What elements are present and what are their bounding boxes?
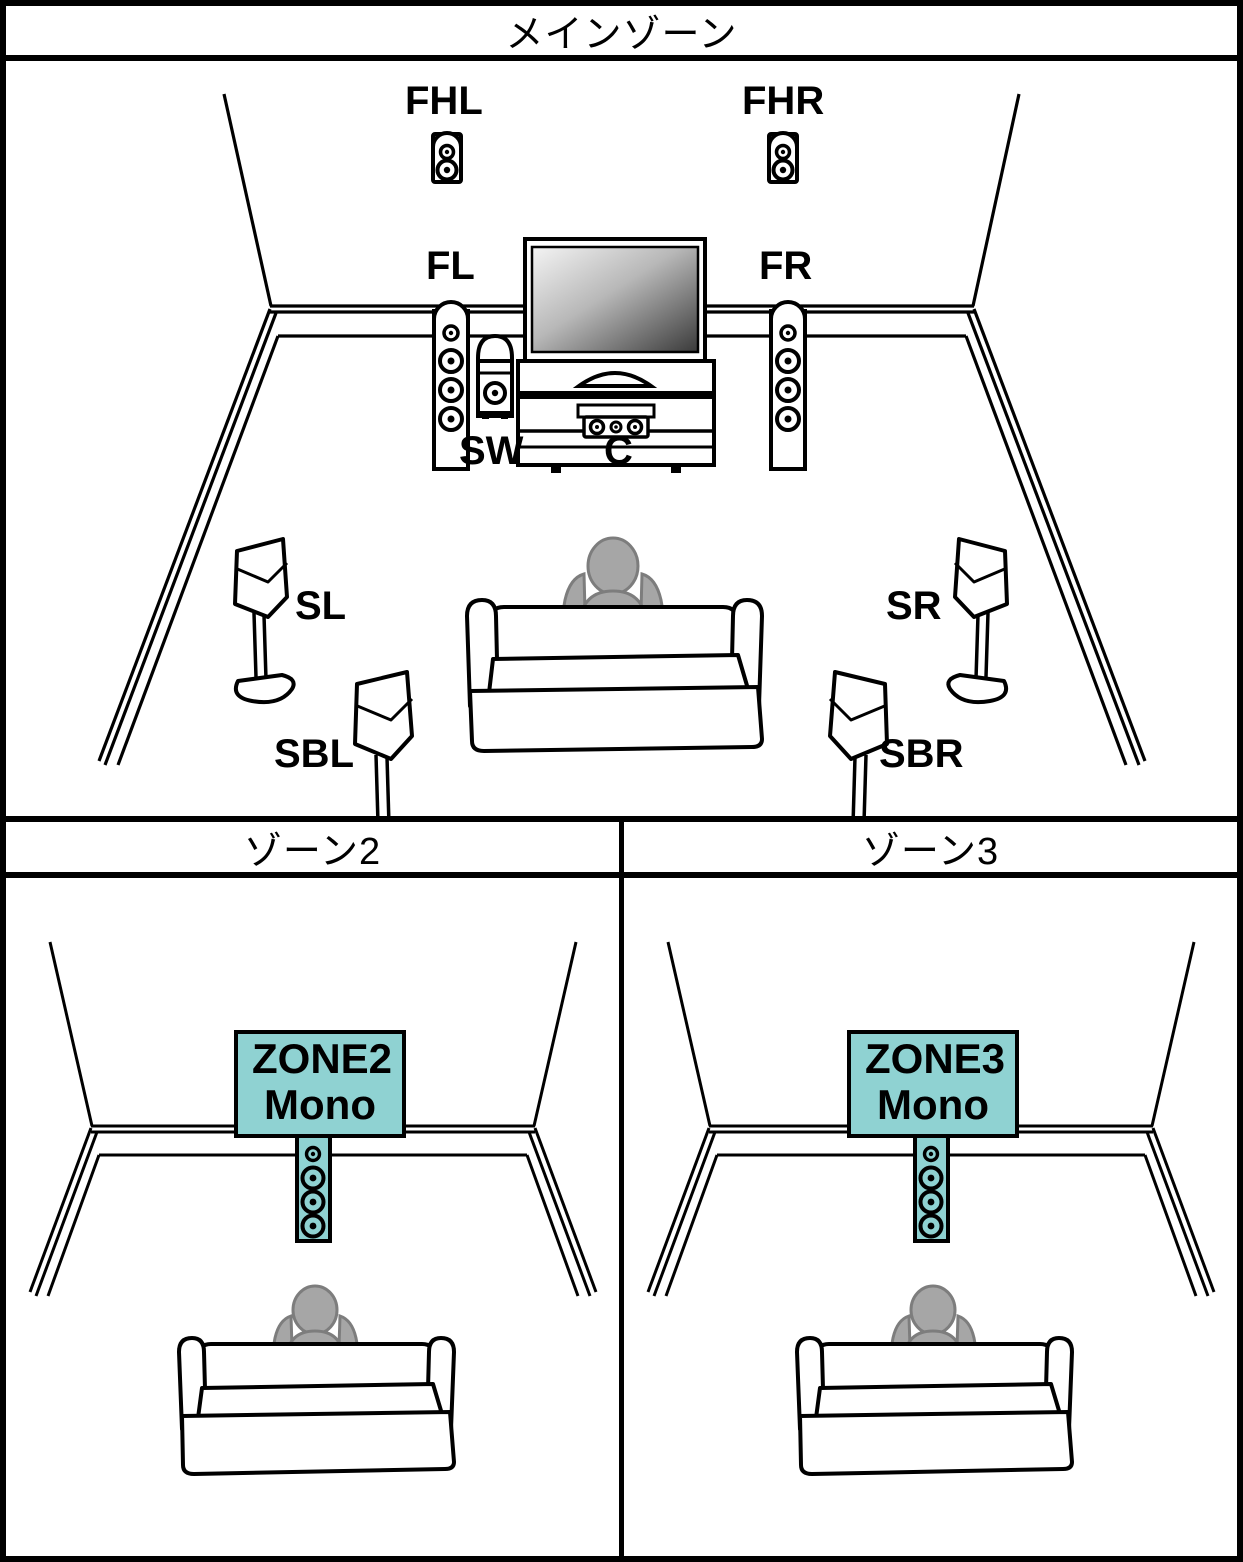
- speaker-fl-icon: [432, 300, 470, 471]
- speaker-fhl-icon: [431, 131, 463, 184]
- zone2-mono-badge: ZONE2 Mono: [234, 1030, 406, 1138]
- speaker-sbl-icon: [353, 670, 414, 816]
- zone2-header: ゾーン2: [6, 816, 619, 878]
- label-sbl: SBL: [274, 732, 354, 776]
- label-fhl: FHL: [405, 79, 483, 123]
- zone3-scene: [646, 941, 1216, 1476]
- main-zone-title: メインゾーン: [505, 14, 738, 56]
- speaker-zone3-icon: [913, 1120, 950, 1243]
- zone3-title: ゾーン3: [861, 830, 1000, 873]
- zone2-title: ゾーン2: [243, 830, 382, 873]
- main-zone-room: FHL FHR FL FR SW C SL SR SBL SBR: [6, 61, 1237, 816]
- zone3-header: ゾーン3: [619, 816, 1237, 878]
- speaker-subwoofer-icon: [476, 333, 514, 419]
- sofa-icon: [795, 1336, 1074, 1476]
- speaker-fr-icon: [769, 300, 807, 471]
- speaker-sl-icon: [233, 537, 296, 705]
- zone2-room: ZONE2 Mono: [6, 878, 619, 1556]
- speaker-center-icon: [576, 403, 656, 439]
- sofa-icon: [177, 1336, 456, 1476]
- zone3-badge-line2: Mono: [877, 1081, 989, 1128]
- speaker-sbr-icon: [828, 670, 889, 816]
- tv-icon: [523, 237, 707, 363]
- zone3-badge-line1: ZONE3: [865, 1035, 1006, 1082]
- speaker-fhr-icon: [767, 131, 799, 184]
- label-sw: SW: [459, 429, 524, 473]
- main-zone-scene: [97, 93, 1147, 816]
- zone3-mono-badge: ZONE3 Mono: [847, 1030, 1019, 1138]
- zone2-scene: [28, 941, 598, 1476]
- main-zone-header: メインゾーン: [6, 6, 1237, 61]
- label-c: C: [604, 429, 633, 473]
- label-sbr: SBR: [879, 732, 964, 776]
- label-sr: SR: [886, 584, 942, 628]
- label-fr: FR: [759, 244, 813, 288]
- speaker-zone2-icon: [295, 1120, 332, 1243]
- label-fhr: FHR: [742, 79, 825, 123]
- sofa-icon: [465, 598, 764, 753]
- speaker-sr-icon: [946, 537, 1009, 705]
- zone2-badge-line2: Mono: [264, 1081, 376, 1128]
- label-sl: SL: [295, 584, 347, 628]
- zone3-room: ZONE3 Mono: [619, 878, 1237, 1556]
- zone2-badge-line1: ZONE2: [252, 1035, 393, 1082]
- label-fl: FL: [426, 244, 475, 288]
